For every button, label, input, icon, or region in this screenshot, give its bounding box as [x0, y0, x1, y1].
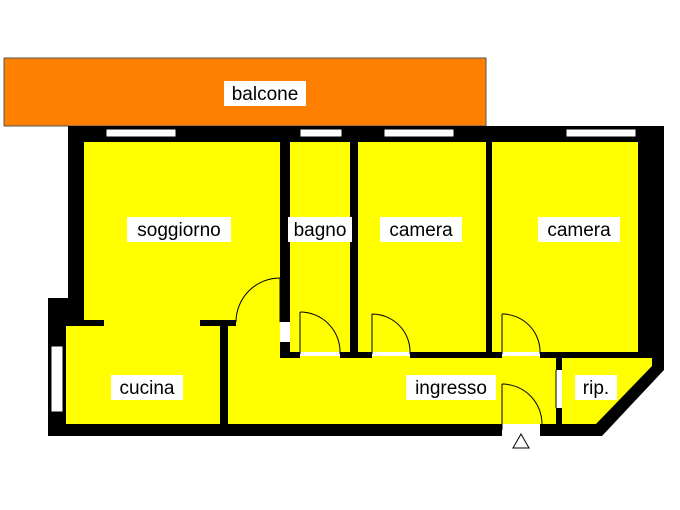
wall-corridor-4	[540, 352, 652, 358]
wall-ingresso-rip	[556, 356, 562, 370]
label-bg-camera-2	[538, 217, 620, 242]
wall-right	[638, 126, 664, 356]
window-camera-1	[383, 128, 455, 138]
door-arc-camera-1	[371, 313, 411, 355]
entrance-triangle-icon	[512, 432, 530, 449]
label-bg-bagno	[288, 217, 352, 242]
wall-left-upper	[68, 126, 84, 324]
camera-1-floor	[358, 142, 486, 352]
label-bg-cucina	[111, 375, 183, 400]
label-bagno: bagno	[294, 220, 347, 241]
window-bagno	[299, 128, 343, 138]
wall-corridor-1	[280, 352, 300, 358]
door-arc-bagno	[299, 311, 341, 355]
room-labels: balcone soggiorno bagno camera camera cu…	[111, 81, 620, 400]
wall-ingresso-rip-lower	[556, 408, 562, 426]
doors	[235, 277, 557, 430]
bagno-floor	[290, 142, 350, 352]
label-soggiorno: soggiorno	[137, 220, 220, 241]
wall-soggiorno-cucina-a	[66, 320, 104, 326]
label-balcone: balcone	[232, 84, 299, 105]
door-arc-entrance	[501, 383, 543, 425]
label-cucina: cucina	[120, 378, 175, 399]
label-bg-ingresso	[406, 375, 496, 400]
window-soggiorno	[105, 128, 177, 138]
label-bg-rip	[575, 375, 617, 400]
camera-2-floor	[490, 142, 638, 352]
wall-soggiorno-bagno-stub	[280, 342, 290, 358]
wall-diagonal	[586, 354, 664, 436]
label-ingresso: ingresso	[415, 378, 487, 399]
door-arc-camera-2	[501, 313, 541, 355]
wall-bagno-camera	[350, 142, 358, 356]
label-camera-2: camera	[547, 220, 611, 241]
window-cucina	[50, 345, 64, 413]
label-bg-balcone	[224, 81, 306, 106]
label-camera-1: camera	[389, 220, 453, 241]
wall-soggiorno-cucina-b	[200, 320, 236, 326]
wall-cucina-ingresso	[220, 320, 228, 424]
wall-corridor-2	[340, 352, 372, 358]
wall-bottom	[48, 424, 502, 436]
label-bg-camera-1	[380, 217, 462, 242]
wall-camera-camera	[486, 142, 492, 356]
cucina-floor	[66, 322, 220, 424]
windows	[50, 128, 637, 413]
wall-top	[68, 126, 664, 142]
wall-corridor-3	[410, 352, 502, 358]
window-camera-2	[565, 128, 637, 138]
door-arc-soggiorno	[235, 277, 281, 323]
walls	[48, 126, 664, 436]
wall-soggiorno-bagno	[280, 142, 290, 322]
label-bg-soggiorno	[127, 217, 231, 242]
label-rip: rip.	[583, 378, 609, 399]
